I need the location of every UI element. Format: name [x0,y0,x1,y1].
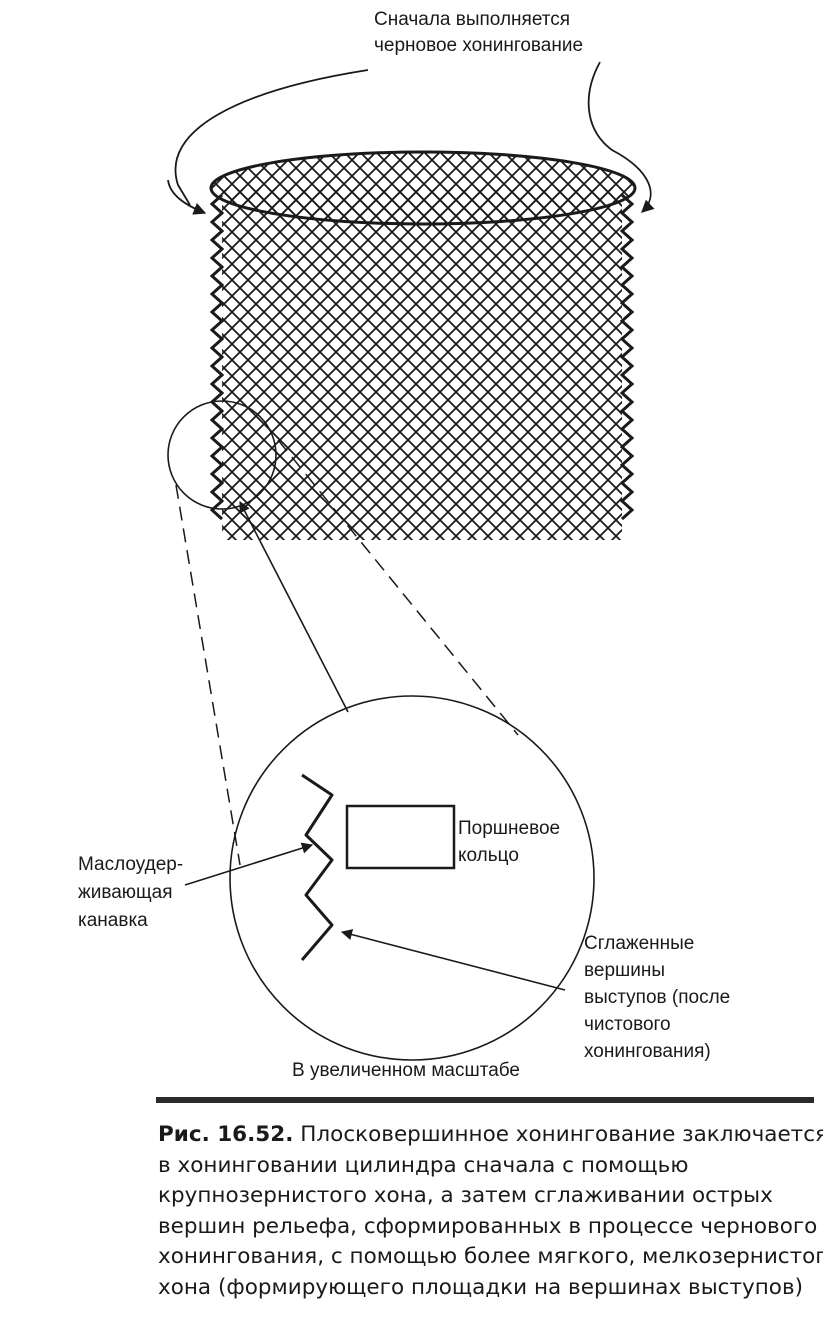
top-note-label: Сначала выполняется черновое хонинговани… [374,9,583,56]
oil-groove-arrow [184,842,314,886]
magnified-label: В увеличенном масштабе [292,1060,520,1081]
cylinder-left-serrated-edge [209,193,225,521]
leader-line-to-cylinder [239,501,349,713]
oil-groove-line: живающая [78,882,173,903]
magnify-dashed-line-right [277,439,519,736]
smoothed-peaks-line: чистового [584,1014,671,1035]
magnified-surface-profile [300,773,334,961]
cylinder-crosshatch-surface [222,188,622,540]
detail-circle [167,400,277,510]
figure-number: Рис. 16.52. [158,1122,294,1147]
smoothed-peaks-arrow [340,929,566,991]
piston-ring-line: Поршневое [458,818,560,839]
top-note-bubble-arrow [174,61,650,212]
top-note-bubble-arrow-left-tip [167,179,207,215]
oil-groove-line: Маслоудер- [78,854,183,875]
piston-ring-line: кольцо [458,845,519,866]
magnified-circle [229,695,595,1061]
oil-groove-line: канавка [78,910,148,931]
caption-line: Плосковершинное хонингование заключается [300,1122,823,1147]
smoothed-peaks-line: Сглаженные [584,933,694,954]
magnify-dashed-line-left [175,484,241,866]
figure-caption: Рис. 16.52. Плосковершинное хонингование… [158,1120,823,1303]
piston-ring-label: Поршневое кольцо [458,818,565,866]
cylinder-top-ellipse [209,150,637,226]
caption-line: хона (формирующего площадки на вершинах … [158,1274,804,1300]
cylinder-right-serrated-edge [619,193,635,521]
top-note-line: Сначала выполняется [374,9,570,30]
smoothed-peaks-line: хонингования) [584,1041,711,1062]
piston-ring [345,804,456,870]
top-note-line: черновое хонингование [374,35,583,56]
caption-line: крупнозернистого хона, а затем сглаживан… [158,1183,773,1208]
smoothed-peaks-label: Сглаженные вершины выступов (после чисто… [584,933,736,1062]
caption-first-line: Рис. 16.52. Плосковершинное хонингование… [158,1120,823,1151]
caption-divider [156,1097,814,1103]
caption-line: вершин рельефа, сформированных в процесс… [158,1213,818,1239]
caption-line: в хонинговании цилиндра сначала с помощь… [158,1152,689,1178]
cylinder [209,150,637,540]
smoothed-peaks-line: выступов (после [584,987,730,1008]
smoothed-peaks-line: вершины [584,960,665,981]
caption-line: хонингования, с помощью более мягкого, м… [158,1244,823,1269]
oil-groove-label: Маслоудер- живающая канавка [78,854,188,931]
